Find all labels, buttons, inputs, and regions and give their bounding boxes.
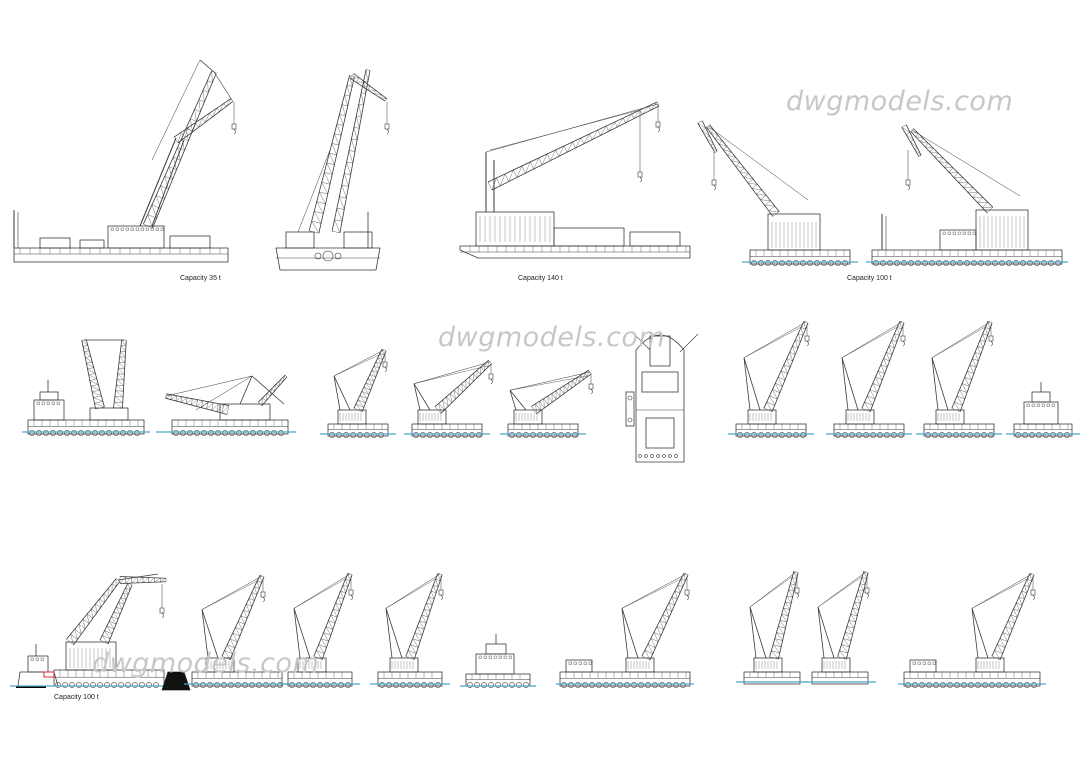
watermark-bottom-left: dwgmodels.com — [92, 648, 319, 679]
crane-luffing-row2-e — [834, 321, 905, 437]
vessel-plan-view — [626, 334, 698, 462]
crane-luffing-row2-a — [328, 349, 388, 437]
crane-luffing-row2-b — [412, 360, 493, 437]
tug-row3 — [466, 634, 530, 688]
crane-luffing-row2-c — [508, 370, 593, 437]
crane-35t-side — [14, 60, 236, 262]
crane-100t-side-b — [872, 125, 1062, 266]
crane-long-barge-row3-a — [560, 573, 690, 688]
caption-capacity-35t: Capacity 35 t — [180, 275, 221, 282]
crane-35t-front — [276, 70, 389, 270]
caption-capacity-100t-top: Capacity 100 t — [847, 275, 892, 282]
crane-long-barge-row3-b — [904, 573, 1040, 687]
crane-100t-side-a — [698, 121, 850, 266]
crane-luffing-row3-c — [378, 573, 443, 687]
watermark-center: dwgmodels.com — [438, 322, 665, 353]
watermark-top-right: dwgmodels.com — [786, 86, 1013, 117]
crane-luffing-row2-f — [924, 321, 994, 437]
red-marker — [44, 672, 54, 677]
crane-boom-lowered — [166, 375, 288, 435]
crane-luffing-row3-e — [812, 571, 869, 684]
caption-capacity-140t: Capacity 140 t — [518, 275, 563, 282]
crane-140t-side — [460, 102, 690, 258]
crane-luffing-row3-d — [744, 571, 800, 684]
crane-luffing-row2-d — [736, 321, 809, 437]
tug-row2 — [1014, 382, 1072, 438]
crane-barge-with-deckhouse — [28, 339, 144, 435]
caption-capacity-100t-bottom: Capacity 100 t — [54, 694, 99, 701]
